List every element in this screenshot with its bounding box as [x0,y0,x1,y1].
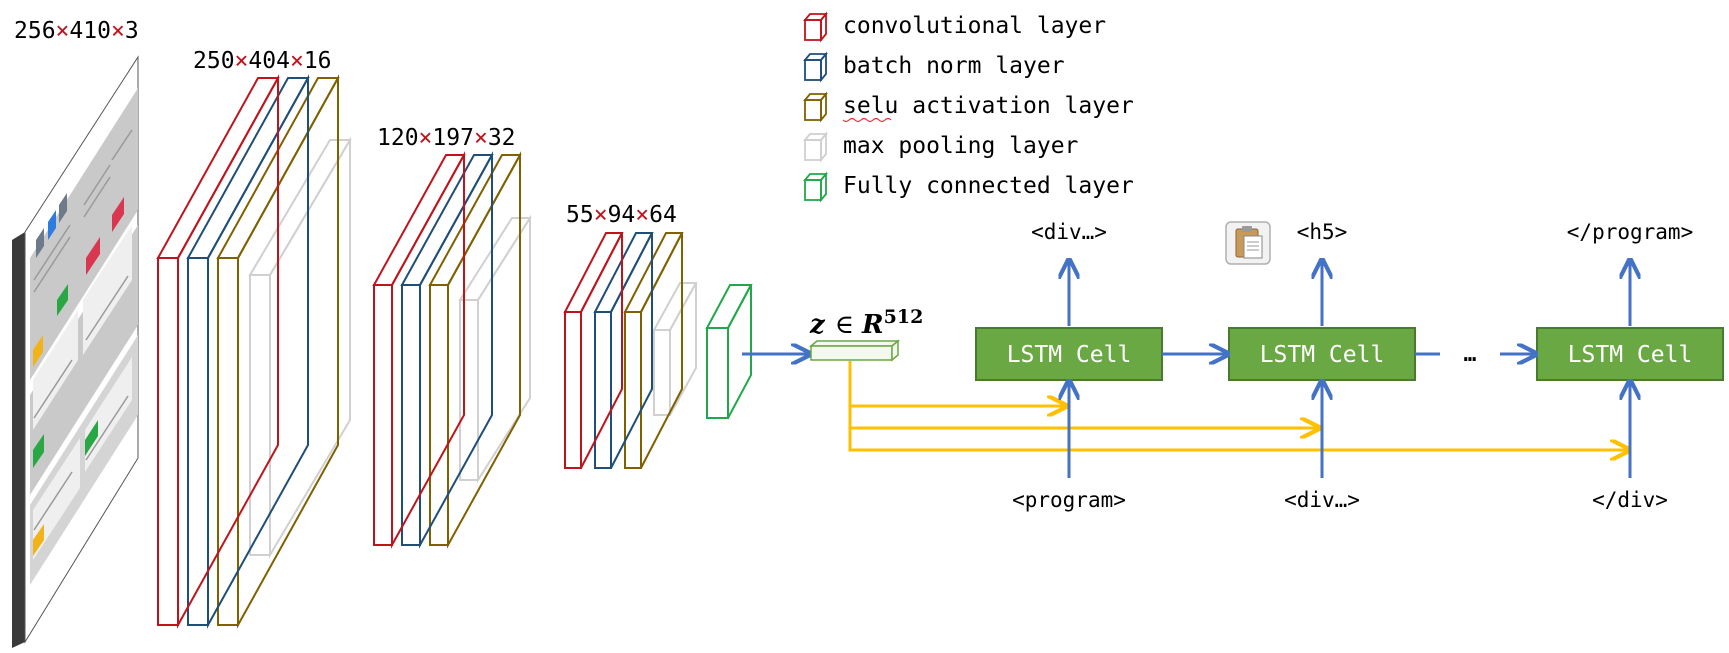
input-token-2: <div…> [1284,488,1360,512]
lstm-cell-1: LSTM Cell [975,327,1163,381]
output-token-1: <div…> [1031,220,1107,244]
svg-text:Fully connected layer: Fully connected layer [843,173,1134,199]
conv-block-2 [372,151,532,549]
latent-vector [808,339,901,362]
convolutional-layer [563,232,624,469]
spellcheck-underline [842,117,892,123]
maxpool-layer [652,282,698,416]
convolutional-layer [372,151,466,549]
fully-connected-layer [705,284,753,419]
input-token-3: </div> [1592,488,1668,512]
latent-label: z∈R512 [809,306,923,340]
legend-item-conv: convolutional layer [803,11,1106,43]
cube-icon [803,11,828,43]
conv-block-1-dims-label: 250×404×16 [193,48,332,74]
svg-text:convolutional layer: convolutional layer [843,13,1106,39]
maxpool-layer [458,214,532,484]
input-gui-image [12,55,139,648]
clipboard-icon[interactable] [1225,221,1271,265]
cube-icon [803,131,828,163]
lstm-cell-label: LSTM Cell [1007,342,1132,368]
lstm-cell-3: LSTM Cell [1536,327,1724,381]
cube-icon [803,91,828,123]
batch-norm-layer [400,151,494,549]
output-token-3: </program> [1567,220,1693,244]
lstm-cell-label: LSTM Cell [1568,342,1693,368]
svg-text:max pooling layer: max pooling layer [843,133,1078,159]
selu-activation-layer [216,74,340,629]
ellipsis: … [1464,342,1477,366]
maxpool-layer [248,136,352,559]
conv-block-3 [563,232,698,469]
conv-block-1 [156,74,352,629]
cube-icon [803,171,828,203]
lstm-cell-2: LSTM Cell [1228,327,1416,381]
batch-norm-layer [186,74,310,629]
legend: convolutional layer batch norm layer sel… [803,11,1134,203]
conv-block-2-dims-label: 120×197×32 [377,125,516,151]
cube-icon [803,51,828,83]
legend-item-selu: selu activation layer [803,91,1134,123]
svg-text:selu activation layer: selu activation layer [843,93,1134,119]
convolutional-layer [156,74,280,629]
input-dims-label: 256×410×3 [14,18,139,44]
legend-item-fc: Fully connected layer [803,171,1134,203]
output-token-2: <h5> [1297,220,1348,244]
selu-activation-layer [428,151,522,549]
input-token-1: <program> [1012,488,1126,512]
conv-block-3-dims-label: 55×94×64 [566,202,677,228]
svg-text:batch norm layer: batch norm layer [843,53,1065,79]
context-arrows [848,361,1627,450]
legend-item-maxpool: max pooling layer [803,131,1078,163]
lstm-cell-label: LSTM Cell [1260,342,1385,368]
legend-item-batchnorm: batch norm layer [803,51,1065,83]
